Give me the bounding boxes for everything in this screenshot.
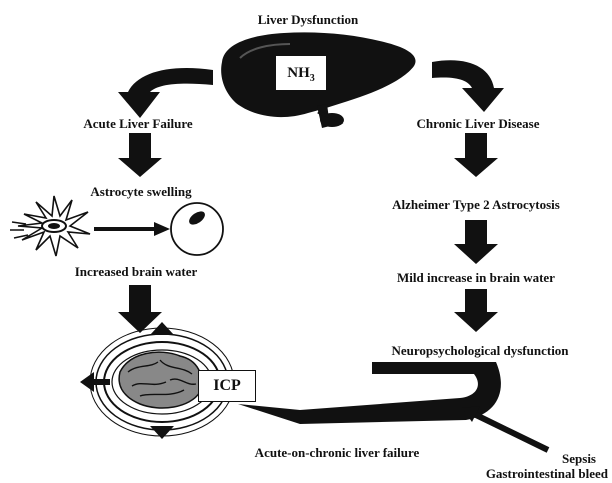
- arrow-cell-head: [154, 222, 170, 236]
- brain-arrow-up: [150, 322, 174, 335]
- icp-box: ICP: [198, 370, 256, 402]
- astrocyte-swollen: [10, 195, 91, 257]
- nh3-box: NH3: [275, 55, 327, 91]
- brain-arrow-left: [80, 372, 94, 392]
- arrow-chronic-1: [454, 133, 498, 177]
- chronic-liver-disease-label: Chronic Liver Disease: [416, 116, 540, 131]
- brain-arrow-down: [150, 426, 174, 439]
- brain-group: [89, 327, 235, 437]
- title-liver-dysfunction: Liver Dysfunction: [257, 12, 359, 27]
- nh3-subscript: 3: [309, 73, 315, 84]
- big-curved-arrow: [238, 362, 501, 424]
- arrow-chronic-3: [454, 289, 498, 332]
- arrow-chronic-2: [454, 220, 498, 264]
- increased-brain-water-label: Increased brain water: [74, 264, 198, 279]
- precipitant-arrow-head: [462, 406, 480, 422]
- arrow-acute-1: [118, 133, 162, 177]
- mild-increase-brain-water-label: Mild increase in brain water: [397, 270, 555, 285]
- curved-arrow-right: [432, 60, 504, 112]
- acute-on-chronic-label: Acute-on-chronic liver failure: [254, 445, 420, 460]
- swollen-cell-nucleus: [189, 211, 205, 225]
- alzheimer-type2-label: Alzheimer Type 2 Astrocytosis: [392, 197, 560, 212]
- arrow-acute-2: [118, 285, 162, 333]
- swollen-cell: [170, 202, 224, 256]
- gi-bleed-label: Gastrointestinal bleed: [485, 466, 608, 481]
- nh3-base: NH: [287, 65, 310, 81]
- precipitant-arrow-shaft: [472, 411, 550, 453]
- curved-arrow-left: [118, 68, 213, 118]
- acute-liver-failure-label: Acute Liver Failure: [83, 116, 193, 131]
- sepsis-label: Sepsis: [562, 451, 596, 466]
- liver-vessel-2: [317, 110, 344, 125]
- astrocyte-swelling-label: Astrocyte swelling: [90, 184, 192, 199]
- neuropsychological-dysfunction-label: Neuropsychological dysfunction: [391, 343, 569, 358]
- liver-highlight: [239, 43, 291, 59]
